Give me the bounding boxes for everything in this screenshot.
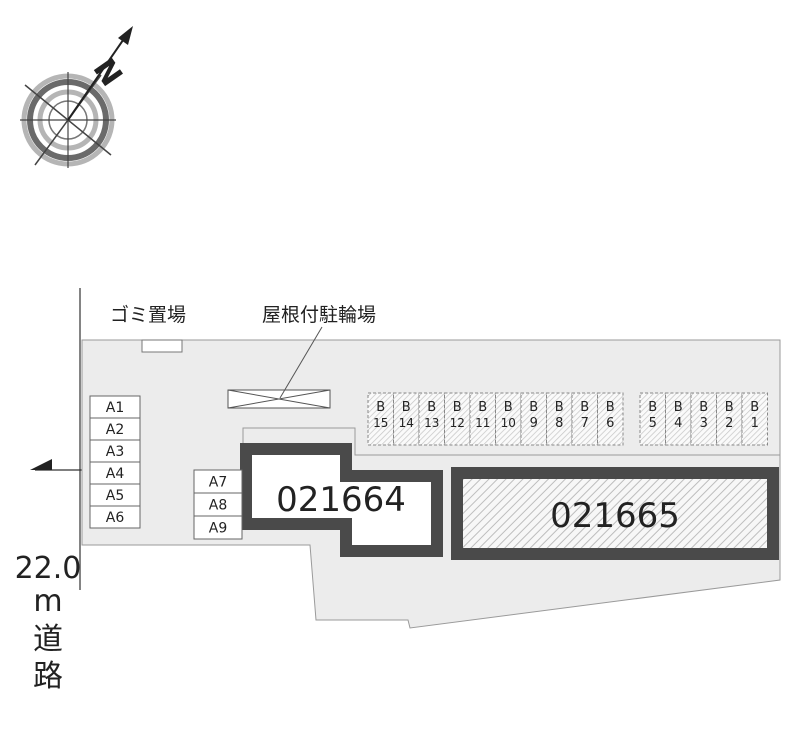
parking-space-B13 [418,392,445,446]
parking-space-letter: B [555,400,564,415]
road-width-unit: m [33,584,62,619]
parking-space-B8 [546,392,573,446]
parking-space-B3 [690,392,717,446]
parking-space-letter: B [674,400,683,415]
road-name-char-2: 路 [33,659,63,694]
parking-space-number: 10 [501,416,516,430]
parking-space-B2 [716,392,743,446]
parking-space-B4 [665,392,692,446]
parking-space-B5 [639,392,666,446]
parking-space-letter: B [478,400,487,415]
parking-space-number: 6 [606,416,614,431]
parking-space-number: 3 [700,416,708,431]
parking-space-letter: B [427,400,436,415]
bicycle-parking-label: 屋根付駐輪場 [262,304,376,326]
road-width-value: 22.0 [15,551,82,586]
parking-space-B1 [741,392,768,446]
parking-space-label: A5 [106,488,124,504]
bicycle-leader-line [279,326,323,399]
parking-space-letter: B [750,400,759,415]
parking-space-label: A2 [106,422,124,438]
parking-space-number: 11 [475,416,490,430]
parking-space-number: 9 [530,416,538,431]
walkway-outline [242,427,780,470]
parking-space-A6 [89,505,141,529]
parking-space-label: A8 [209,498,227,514]
parking-space-letter: B [699,400,708,415]
parking-space-letter: B [453,400,462,415]
building-021664-label: 021664 [276,480,406,520]
building-021665 [463,479,767,548]
parking-space-letter: B [606,400,615,415]
parking-space-number: 8 [555,416,563,431]
entrance-arrow-icon [30,459,52,470]
parking-space-number: 5 [649,416,657,431]
garbage-label: ゴミ置場 [110,304,186,326]
parking-space-letter: B [402,400,411,415]
parking-space-A9 [193,515,243,540]
parking-space-label: A4 [106,466,125,482]
parking-space-B6 [597,392,624,446]
parking-space-B12 [444,392,471,446]
parking-space-label: A7 [209,475,227,491]
parking-space-letter: B [580,400,589,415]
parking-space-number: 12 [450,416,465,430]
parking-space-label: A1 [106,400,124,416]
parking-space-number: 2 [725,416,733,431]
parking-space-number: 4 [674,416,682,431]
building-021665-label: 021665 [550,496,680,536]
building-021664 [252,455,431,545]
north-arrow-icon [118,26,133,45]
parking-space-B11 [469,392,496,446]
parking-space-number: 15 [373,416,388,430]
parking-space-label: A6 [106,510,125,526]
parking-space-letter: B [529,400,538,415]
parking-space-B15 [367,392,394,446]
parking-space-letter: B [725,400,734,415]
compass-icon: N [20,26,133,168]
parking-space-label: A9 [209,521,227,537]
parking-space-label: A3 [106,444,124,460]
parking-space-number: 7 [581,416,589,431]
parking-space-letter: B [376,400,385,415]
parking-space-number: 14 [399,416,414,430]
road-name-char-1: 道 [33,622,63,657]
parking-space-B14 [393,392,420,446]
parking-space-number: 13 [424,416,439,430]
parking-space-letter: B [504,400,513,415]
garbage-station [141,339,183,353]
parking-space-letter: B [648,400,657,415]
parking-space-number: 1 [751,416,759,431]
